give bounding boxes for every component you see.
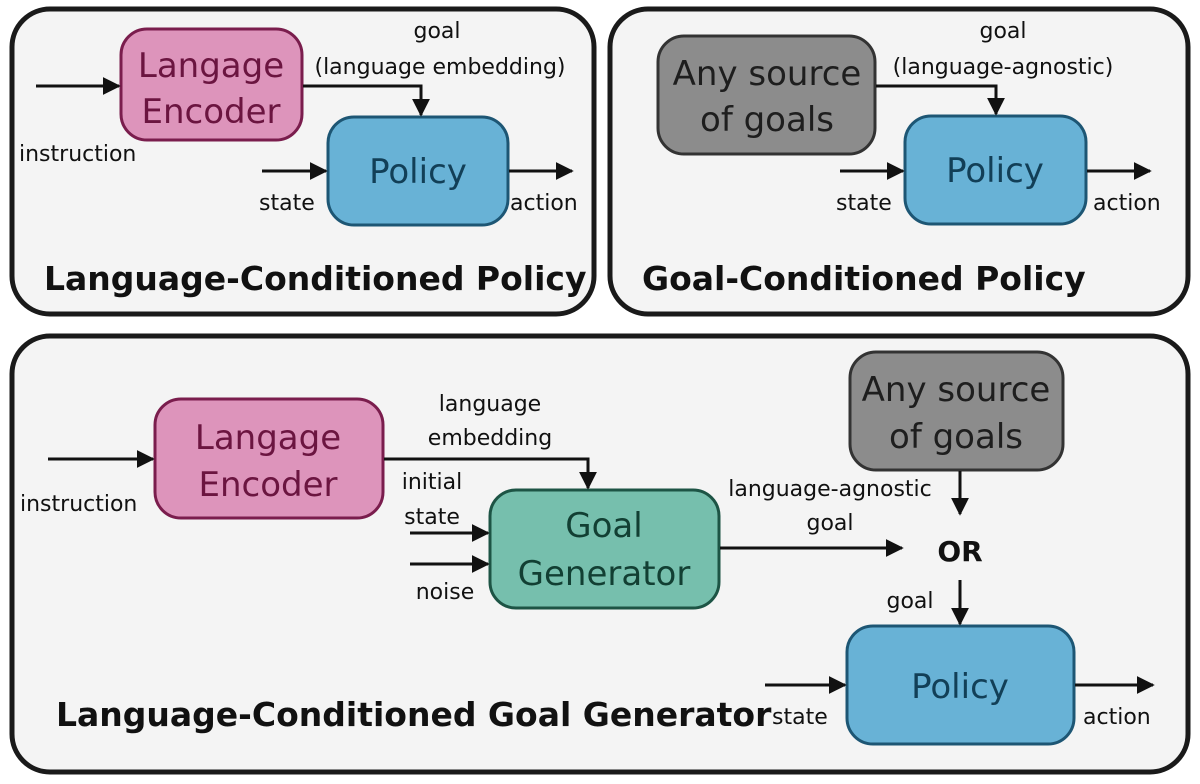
goal-label-line2: (language-agnostic) (893, 55, 1114, 80)
encoder-shape (119, 27, 304, 142)
state-label: state (772, 705, 828, 730)
state-label: state (836, 191, 892, 216)
policy-shape (326, 115, 510, 227)
goal-generator-box: Goal Generator (488, 488, 721, 610)
panel-title: Goal-Conditioned Policy (642, 259, 1086, 298)
goal-source-box: Any source of goals (848, 350, 1065, 472)
encoder-shape (153, 397, 385, 520)
policy-label: Policy (369, 152, 467, 192)
source-label-line1: Any source (673, 54, 862, 94)
source-label-line1: Any source (862, 370, 1051, 410)
goal-source-box: Any source of goals (656, 34, 877, 156)
encoder-label-line2: Encoder (198, 465, 337, 505)
panel-goal-conditioned-policy: Any source of goals Policy goal (languag… (607, 6, 1191, 317)
agnostic-label-line2: goal (806, 511, 853, 536)
agnostic-label-line1: language-agnostic (728, 477, 932, 502)
encoder-label-line2: Encoder (141, 92, 280, 132)
generator-label-line2: Generator (518, 554, 691, 594)
generator-shape (488, 488, 721, 610)
generator-label-line1: Goal (565, 506, 642, 546)
initial-state-label-line2: state (404, 505, 460, 530)
encoder-label-line1: Langage (195, 418, 341, 458)
action-label: action (1083, 705, 1151, 730)
initial-state-label-line1: initial (402, 470, 463, 495)
noise-label: noise (416, 580, 475, 605)
encoder-label-line1: Langage (138, 46, 284, 86)
or-label: OR (937, 535, 982, 568)
embedding-label-line1: language (439, 392, 541, 417)
panel-language-conditioned-goal-generator: Langage Encoder Goal Generator Any sourc… (9, 333, 1191, 775)
goal-arrow (303, 84, 430, 117)
policy-label: Policy (946, 151, 1044, 191)
instruction-label: instruction (20, 492, 137, 517)
embedding-arrow (384, 457, 597, 490)
source-shape (848, 350, 1065, 472)
goal-label-line2: (language embedding) (314, 55, 565, 80)
policy-label: Policy (911, 667, 1009, 707)
panel-language-conditioned-policy: Langage Encoder Policy goal (language em… (9, 6, 597, 317)
panel-title: Language-Conditioned Goal Generator (56, 695, 772, 734)
action-label: action (1093, 191, 1161, 216)
embedding-label-line2: embedding (428, 426, 552, 451)
goal-label-line1: goal (413, 19, 460, 44)
instruction-label: instruction (19, 142, 136, 167)
policy-box: Policy (326, 115, 510, 227)
panel-title: Language-Conditioned Policy (44, 259, 587, 298)
goal-arrow (876, 84, 1005, 116)
source-label-line2: of goals (700, 100, 834, 140)
source-shape (656, 34, 877, 156)
policy-shape (903, 114, 1088, 226)
policy-shape (845, 624, 1076, 746)
source-label-line2: of goals (889, 417, 1023, 457)
goal-label: goal (886, 589, 933, 614)
policy-box: Policy (903, 114, 1088, 226)
policy-box: Policy (845, 624, 1076, 746)
action-label: action (510, 191, 578, 216)
state-label: state (259, 191, 315, 216)
language-encoder-box: Langage Encoder (119, 27, 304, 142)
language-encoder-box: Langage Encoder (153, 397, 385, 520)
goal-label-line1: goal (979, 19, 1026, 44)
